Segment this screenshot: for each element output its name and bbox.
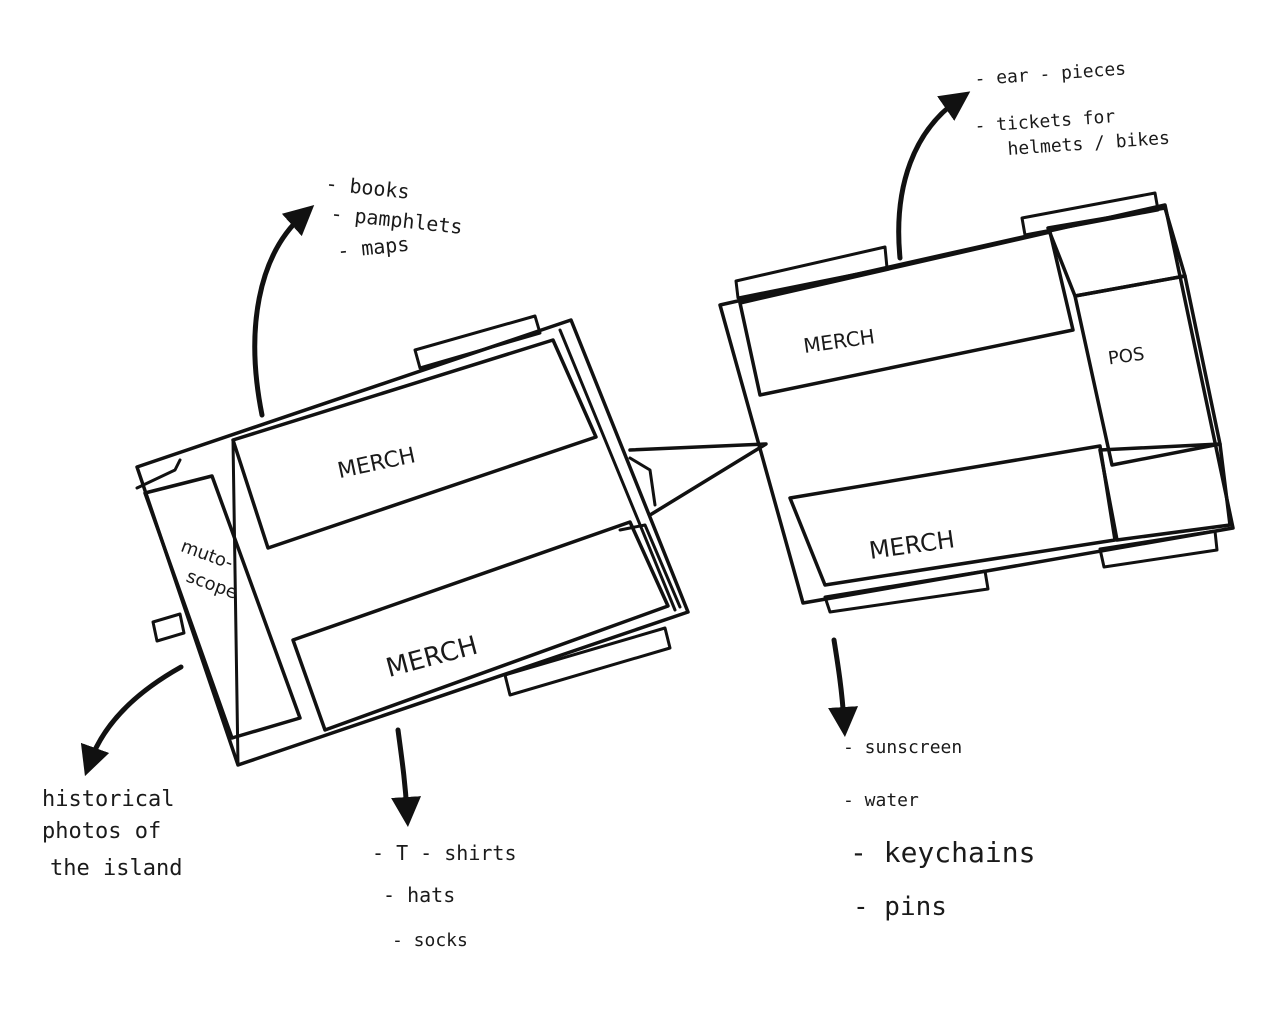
note-maps: - maps (336, 232, 410, 263)
note-historical: historical (42, 787, 174, 812)
note-socks: - socks (392, 930, 468, 951)
pos-label: POS (1107, 344, 1146, 370)
notes-bottom-center: - T - shirts - hats - socks (372, 841, 517, 951)
note-t-shirts: - T - shirts (372, 841, 517, 865)
right-trailer-body (718, 203, 1235, 605)
muto-scope-label-line1: muto- (178, 536, 236, 574)
muto-scope-panel (143, 474, 302, 740)
left-merch-bottom-area (291, 520, 670, 732)
notes-top-left: - books - pamphlets - maps (324, 171, 463, 263)
note-photos-of: photos of (42, 819, 161, 844)
left-trailer-body (135, 318, 690, 767)
right-merch-bottom-label: MERCH (867, 525, 956, 565)
note-hats: - hats (383, 883, 455, 907)
notes-bottom-right: - sunscreen - water - keychains - pins (843, 737, 1035, 922)
arrow-to-top-right-notes (896, 91, 971, 261)
right-trailer (718, 191, 1235, 614)
pos-area (1046, 206, 1187, 298)
left-trailer (135, 314, 690, 767)
note-water: - water (843, 790, 919, 811)
arrow-to-top-left-notes (252, 205, 315, 418)
note-keychains: - keychains (850, 836, 1035, 869)
arrow-to-bottom-center-notes (391, 727, 422, 827)
note-pins: - pins (853, 892, 947, 922)
note-the-island: the island (50, 856, 182, 881)
left-merch-top-area (231, 338, 598, 550)
left-merch-bottom-label: MERCH (383, 631, 481, 684)
right-trailer-tire-bottom-left (823, 569, 990, 614)
left-merch-top-label: MERCH (335, 443, 417, 484)
left-trailer-tire-top (413, 314, 542, 370)
trailer-hitch (628, 442, 768, 517)
left-trailer-hitch-stub (151, 612, 186, 643)
pos-lower (1098, 442, 1232, 542)
left-trailer-tire-bottom (503, 626, 672, 697)
note-books: - books (324, 171, 410, 204)
arrow-to-bottom-right-notes (828, 637, 859, 737)
arrow-to-bottom-left-notes (80, 664, 184, 777)
note-sunscreen: - sunscreen (843, 737, 962, 758)
note-ear-pieces: - ear - pieces (974, 58, 1127, 90)
right-merch-bottom-area (788, 444, 1117, 587)
right-merch-top-area (738, 230, 1075, 397)
notes-bottom-left: historical photos of the island (42, 787, 182, 881)
muto-scope-label-line2: scope (183, 566, 240, 604)
notes-top-right: - ear - pieces - tickets for helmets / b… (974, 58, 1171, 160)
right-merch-top-label: MERCH (802, 324, 876, 358)
